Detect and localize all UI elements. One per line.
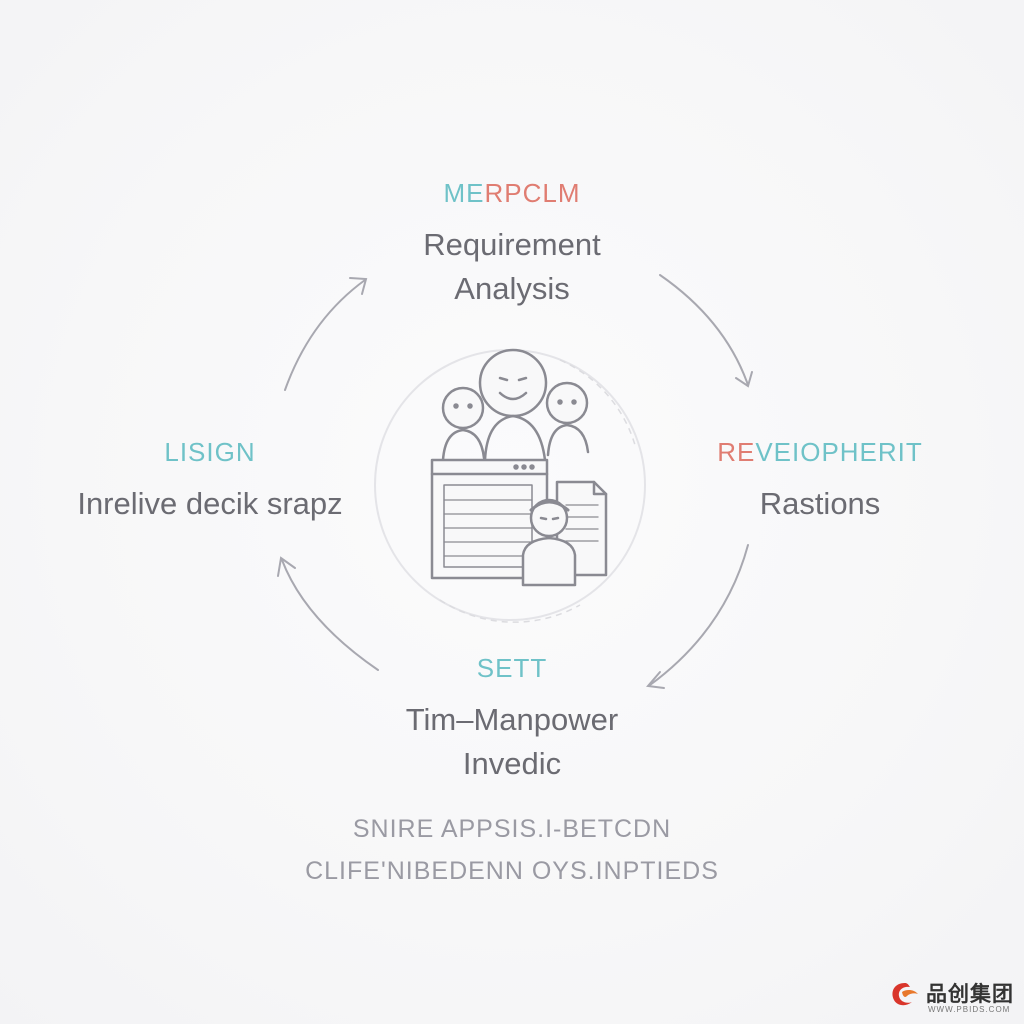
node-right-title: Rastions bbox=[759, 486, 881, 521]
node-top-tag: MERPCLM bbox=[362, 178, 662, 209]
node-top-tag-coral: RPCLM bbox=[484, 178, 581, 208]
person-left-head bbox=[441, 386, 485, 430]
node-left-title: Inrelive decik srapz bbox=[77, 486, 343, 521]
watermark-url: WWW.PBIDS.COM bbox=[928, 1005, 1011, 1014]
center-circle-dashes bbox=[559, 359, 636, 446]
node-bottom: SETT Tim–Manpower Invedic bbox=[362, 653, 662, 786]
node-right: REVEIOPHERIT Rastions bbox=[690, 437, 950, 526]
node-top-tag-teal: ME bbox=[443, 178, 485, 208]
footer-text: SNIRE APPSIS.I-BETCDN CLIFE'NIBEDENN OYS… bbox=[262, 808, 762, 892]
node-right-tag: REVEIOPHERIT bbox=[690, 437, 950, 468]
brand-swirl-icon bbox=[892, 983, 918, 1006]
footer-line2: CLIFE'NIBEDENN OYS.INPTIEDS bbox=[305, 857, 719, 885]
arrow-bottom-to-left bbox=[281, 559, 379, 671]
arrow-bottom-to-left-head bbox=[277, 556, 296, 577]
node-top-title-line1: Requirement bbox=[423, 227, 601, 262]
person-center-head bbox=[478, 348, 548, 418]
node-left: LISIGN Inrelive decik srapz bbox=[40, 437, 380, 526]
footer-line1: SNIRE APPSIS.I-BETCDN bbox=[352, 815, 672, 843]
node-top: MERPCLM Requirement Analysis bbox=[362, 178, 662, 311]
arrow-top-to-right-head bbox=[735, 371, 753, 388]
node-top-title-line2: Analysis bbox=[454, 271, 570, 306]
person-front-head bbox=[529, 498, 569, 538]
person-right-head bbox=[545, 381, 589, 425]
arrow-left-to-top bbox=[284, 279, 366, 391]
arrow-left-to-top-head bbox=[349, 277, 368, 295]
node-bottom-tag: SETT bbox=[476, 653, 548, 683]
watermark: 品创集团 WWW.PBIDS.COM bbox=[888, 978, 1018, 1018]
team-at-computer-icon bbox=[430, 348, 608, 587]
node-right-tag-coral: RE bbox=[717, 437, 756, 467]
arrow-right-to-bottom-head bbox=[646, 671, 665, 689]
arrow-right-to-bottom bbox=[649, 544, 749, 686]
node-bottom-title-line1: Tim–Manpower bbox=[405, 702, 619, 737]
node-bottom-title-line2: Invedic bbox=[462, 746, 562, 781]
node-right-tag-teal: VEIOPHERIT bbox=[755, 437, 923, 467]
watermark-name: 品创集团 bbox=[926, 982, 1014, 1006]
node-left-tag: LISIGN bbox=[164, 437, 256, 467]
arrow-top-to-right bbox=[659, 274, 749, 386]
